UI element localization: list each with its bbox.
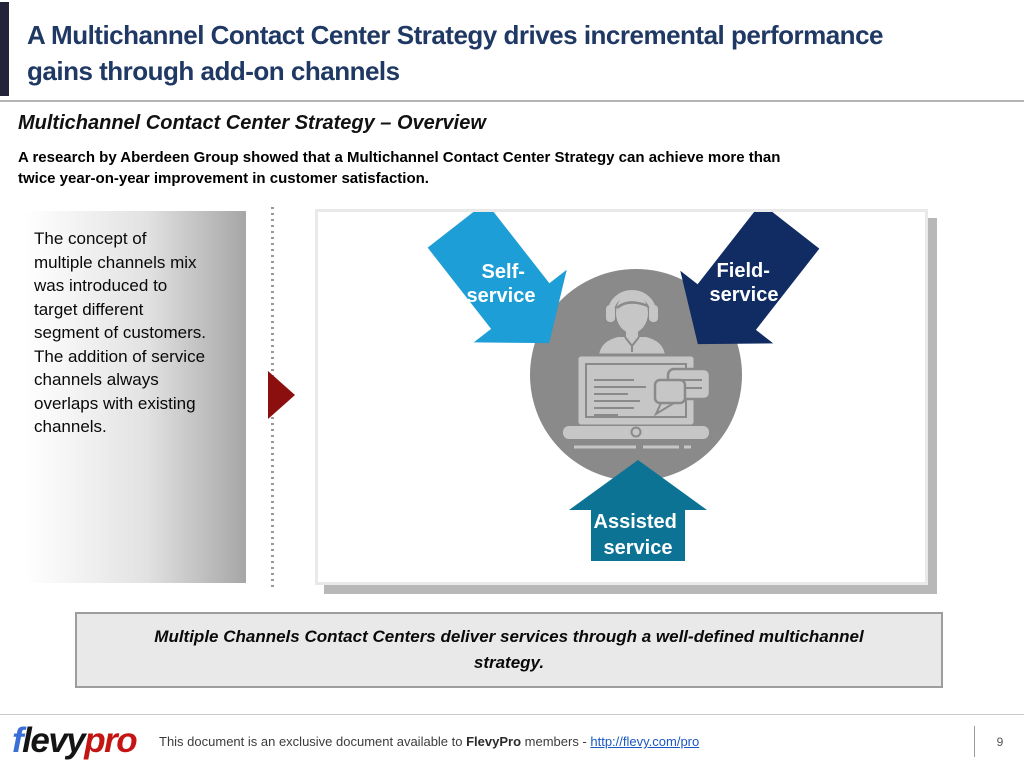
self-service-arrow [427, 212, 567, 344]
headset-earcup-left [606, 305, 615, 322]
diagram-panel: Self- service Field- service Assisted se… [315, 209, 928, 585]
footer-note-middle: members - [521, 734, 591, 749]
footer-link[interactable]: http://flevy.com/pro [590, 734, 700, 749]
field-service-label: Field- service [710, 260, 779, 306]
page-number: 9 [996, 735, 1004, 749]
lead-text: A research by Aberdeen Group showed that… [18, 149, 781, 187]
intro-note-text: The concept of multiple channels mix was… [34, 229, 206, 436]
slide-title: A Multichannel Contact Center Strategy d… [27, 20, 884, 86]
assisted-service-arrow [569, 460, 707, 561]
headset-earcup-right [649, 305, 658, 322]
support-agent-computer-icon [563, 290, 712, 449]
footer-note: This document is an exclusive document a… [159, 734, 699, 749]
flevypro-logo: flevypro [12, 721, 138, 761]
assisted-service-label: Assisted service [594, 511, 683, 559]
multichannel-diagram: Self- service Field- service Assisted se… [427, 212, 820, 561]
footer-divider [0, 714, 1024, 715]
title-divider [0, 100, 1024, 102]
page-divider [974, 726, 975, 757]
intro-note-box: The concept of multiple channels mix was… [25, 211, 246, 583]
footer: flevypro This document is an exclusive d… [0, 715, 1024, 768]
agent-hair [616, 301, 649, 309]
arrow-right-icon [268, 371, 295, 419]
agent-neck [626, 331, 638, 341]
base-button [630, 426, 642, 438]
section-subtitle: Multichannel Contact Center Strategy – O… [18, 112, 486, 134]
logo-part-f: f [12, 721, 24, 760]
logo-part-levy: levy [22, 721, 86, 760]
agent-head [616, 293, 648, 333]
caption-text: Multiple Channels Contact Centers delive… [154, 627, 864, 672]
accent-bar [0, 2, 9, 96]
footer-note-brand: FlevyPro [466, 734, 522, 749]
footer-note-prefix: This document is an exclusive document a… [159, 734, 467, 749]
screen-text-lines [594, 379, 646, 416]
self-service-label: Self- service [467, 261, 536, 307]
chat-bubbles-icon [653, 367, 712, 417]
logo-part-pro: pro [84, 721, 137, 760]
caption-box: Multiple Channels Contact Centers delive… [75, 612, 943, 688]
field-service-arrow [680, 212, 820, 345]
